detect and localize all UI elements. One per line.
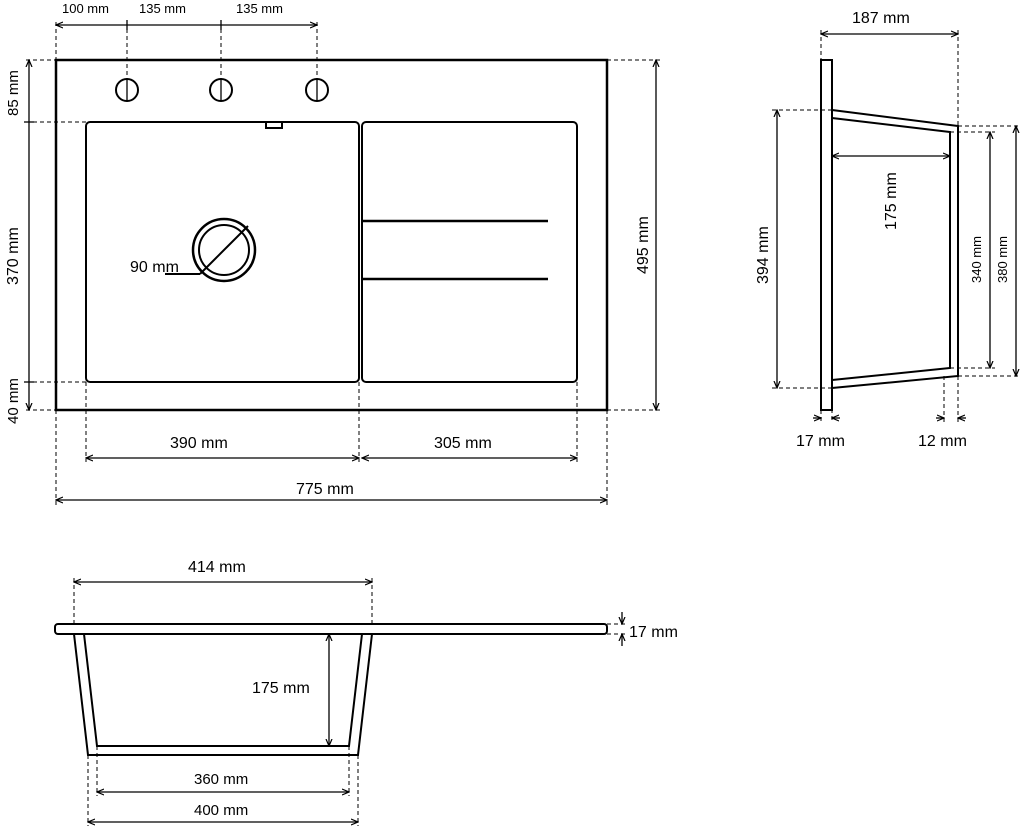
total-height-label: 495 mm [635,216,652,274]
top-view: 90 mm 100 mm 135 mm 135 mm 85 mm 370 mm … [5,1,660,505]
side-rim [820,59,833,411]
section-rim-thickness-label: 17 mm [629,624,678,641]
section-bottom-inner-label: 360 mm [194,771,248,788]
section-rim [54,623,608,635]
drain-outer [191,217,257,283]
drain-inner [198,224,250,276]
side-outer-height-label: 394 mm [755,226,772,284]
bowl-width-label: 390 mm [170,435,228,452]
height-40: 40 mm [5,378,22,424]
sink-outline [54,58,609,412]
drain-diameter-label: 90 mm [130,259,179,276]
section-bottom-outer-label: 400 mm [194,802,248,819]
total-width-label: 775 mm [296,481,354,498]
section-view: 414 mm 17 mm 175 mm 360 mm 400 mm [54,559,678,826]
hole-spacing-1: 100 mm [62,1,109,16]
section-top-width-label: 414 mm [188,559,246,576]
height-85: 85 mm [5,70,22,116]
section-bowl-depth-label: 175 mm [252,680,310,697]
side-view: 187 mm 175 mm 394 mm 340 mm 380 mm 17 mm… [755,10,1020,450]
drainer-width-label: 305 mm [434,435,492,452]
drainer-outline [361,121,578,383]
height-370: 370 mm [5,227,22,285]
overflow-slot [265,121,283,129]
section-bowl-outer [73,633,373,756]
section-bowl-inner [83,633,363,747]
side-bowl-profile [831,109,959,389]
bowl-outline [85,121,360,383]
side-inner-height-a: 340 mm [969,236,984,283]
side-rim-left-label: 17 mm [796,433,845,450]
side-inner-height-b: 380 mm [995,236,1010,283]
side-rim-right-label: 12 mm [918,433,967,450]
side-bowl-depth-label: 175 mm [883,172,900,230]
hole-spacing-2: 135 mm [139,1,186,16]
side-depth-label: 187 mm [852,10,910,27]
hole-spacing-3: 135 mm [236,1,283,16]
